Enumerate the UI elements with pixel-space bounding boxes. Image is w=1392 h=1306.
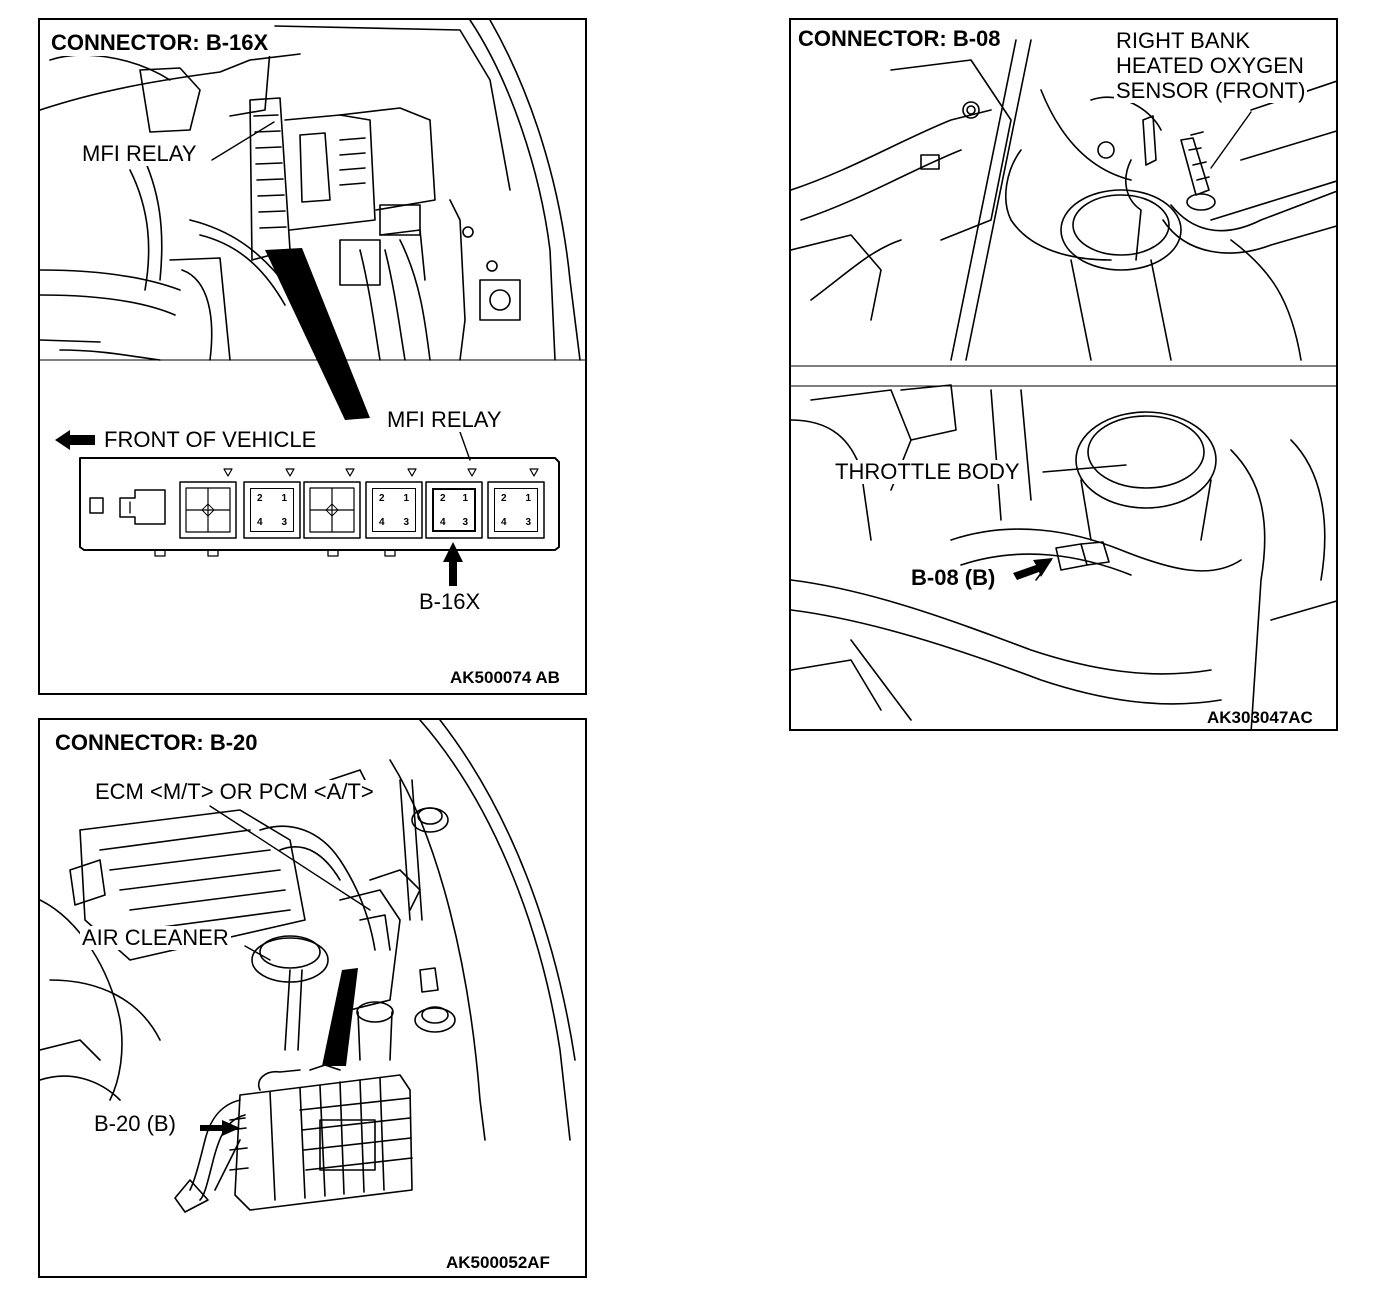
- panel-title: CONNECTOR: B-08: [795, 26, 1004, 52]
- sensor-label-line1: RIGHT BANK: [1114, 28, 1253, 53]
- figure-code: AK500052AF: [446, 1253, 550, 1272]
- connector-b20-label: B-20 (B): [92, 1111, 178, 1136]
- mfi-relay-label-top: MFI RELAY: [80, 141, 199, 166]
- pin-label: 4: [257, 517, 263, 528]
- pin-label: 2: [501, 493, 507, 504]
- panel-title: CONNECTOR: B-20: [52, 730, 261, 756]
- relay-socket-5: 2 1 4 3: [432, 488, 476, 532]
- relay-socket-4: 2 1 4 3: [372, 488, 416, 532]
- ecm-pcm-label: ECM <M/T> OR PCM <A/T>: [93, 779, 376, 804]
- panel-connector-b20: CONNECTOR: B-20 ECM <M/T> OR PCM <A/T> A…: [38, 718, 587, 1278]
- pin-label: 4: [379, 517, 385, 528]
- pin-label: 2: [379, 493, 385, 504]
- b08-line-art: [791, 39, 1336, 729]
- pin-label: 4: [501, 517, 507, 528]
- relay-socket-2: 2 1 4 3: [250, 488, 294, 532]
- mfi-relay-label-bottom: MFI RELAY: [385, 407, 504, 432]
- relay-socket-6: 2 1 4 3: [494, 488, 538, 532]
- pin-label: 1: [403, 493, 409, 504]
- pin-label: 3: [462, 517, 468, 528]
- panel-connector-b08: CONNECTOR: B-08 RIGHT BANK HEATED OXYGEN…: [789, 18, 1338, 731]
- front-of-vehicle-label: FRONT OF VEHICLE: [102, 427, 319, 452]
- b16x-line-art: [40, 20, 585, 586]
- figure-code: AK500074 AB: [450, 668, 560, 687]
- connector-b08-label: B-08 (B): [909, 565, 998, 590]
- pin-label: 3: [281, 517, 287, 528]
- pin-label: 2: [257, 493, 263, 504]
- panel-title: CONNECTOR: B-16X: [48, 30, 272, 56]
- pin-label: 1: [281, 493, 287, 504]
- panel-connector-b16x: 2 1 4 3 2 1 4 3 2 1 4 3 2 1 4 3 CONNECTO…: [38, 18, 587, 695]
- pin-label: 4: [440, 517, 446, 528]
- sensor-label-line3: SENSOR (FRONT): [1114, 78, 1308, 103]
- pin-label: 3: [525, 517, 531, 528]
- connector-b16x-label: B-16X: [417, 589, 483, 614]
- pin-label: 1: [462, 493, 468, 504]
- pin-label: 2: [440, 493, 446, 504]
- throttle-body-label: THROTTLE BODY: [833, 459, 1022, 484]
- figure-code: AK303047AC: [1207, 708, 1313, 727]
- pin-label: 1: [525, 493, 531, 504]
- pin-label: 3: [403, 517, 409, 528]
- air-cleaner-label: AIR CLEANER: [80, 925, 231, 950]
- sensor-label-line2: HEATED OXYGEN: [1114, 53, 1306, 78]
